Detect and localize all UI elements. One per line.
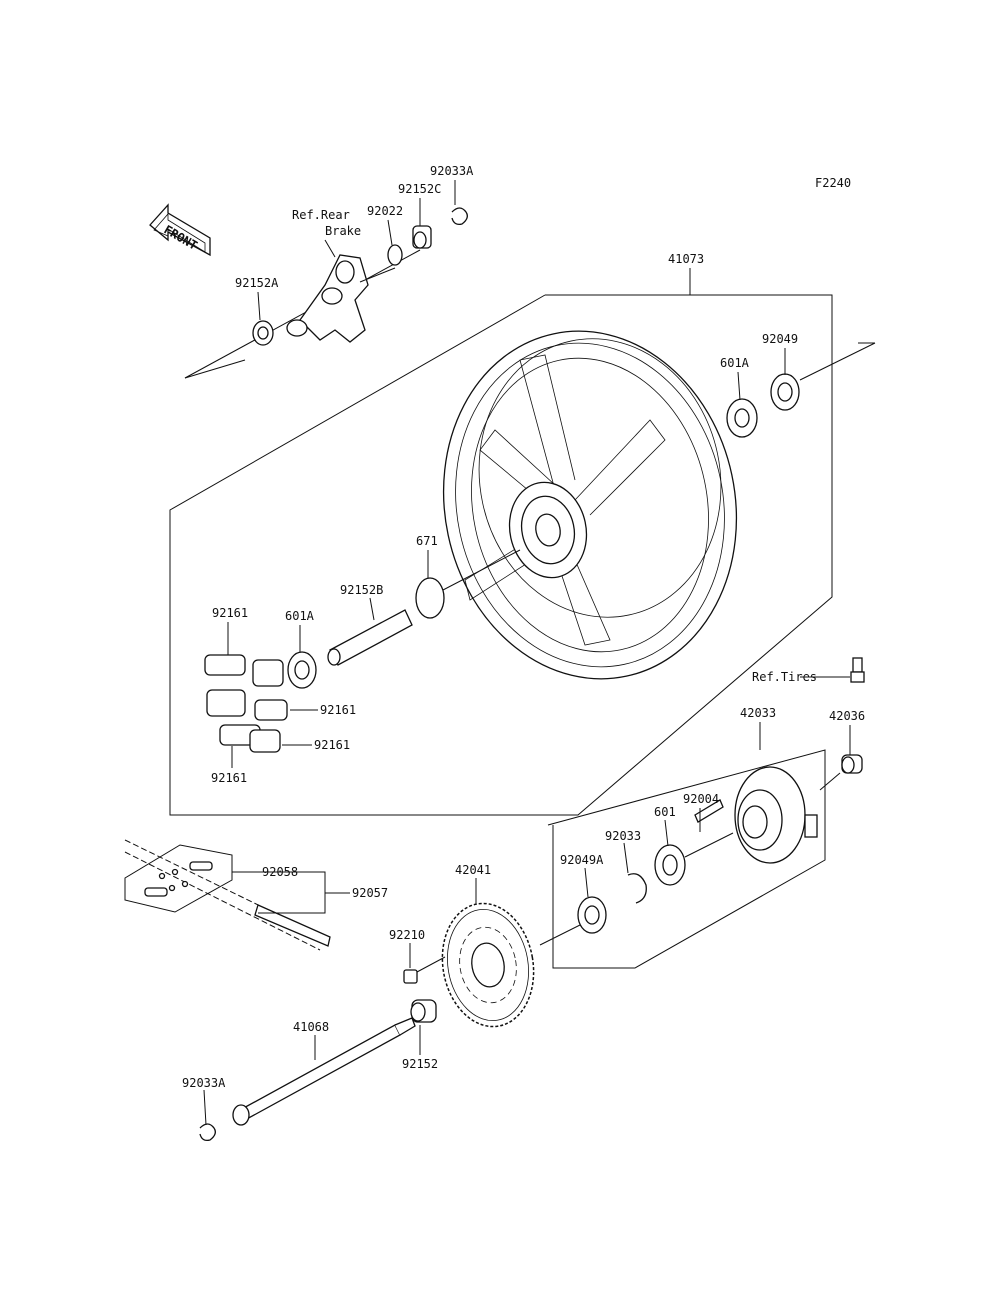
bearing-601A-left <box>287 651 317 689</box>
ref-rear-brake-line1: Ref.Rear <box>292 208 350 222</box>
label-92210: 92210 <box>389 928 425 942</box>
collar-92152 <box>410 999 437 1023</box>
label-92004: 92004 <box>683 792 719 806</box>
collar-42036 <box>841 754 863 774</box>
axle-centerline-top <box>184 249 421 379</box>
tire-valve <box>850 657 865 683</box>
washer-92022 <box>387 244 403 266</box>
sprocket-42041 <box>441 902 535 1028</box>
hub-frame-outline <box>547 749 826 969</box>
o-ring-671 <box>415 577 445 619</box>
damper-rubbers-92161 <box>204 654 288 753</box>
label-92033A-bottom: 92033A <box>182 1076 226 1090</box>
label-92022: 92022 <box>367 204 403 218</box>
wheel-frame-outline <box>169 294 833 816</box>
snap-ring-92033A-bottom <box>199 1123 216 1142</box>
label-92049A: 92049A <box>560 853 604 867</box>
rear-brake-caliper-bracket <box>286 254 396 343</box>
label-92049: 92049 <box>762 332 798 346</box>
label-41068: 41068 <box>293 1020 329 1034</box>
label-601A-left: 601A <box>285 609 315 623</box>
front-arrow-icon: FRONT <box>149 203 211 257</box>
ref-tires-label: Ref.Tires <box>752 670 817 684</box>
diagram-code: F2240 <box>815 176 851 190</box>
label-601: 601 <box>654 805 676 819</box>
label-42036: 42036 <box>829 709 865 723</box>
label-92161-c: 92161 <box>314 738 350 752</box>
label-92161-a: 92161 <box>212 606 248 620</box>
oil-seal-92049A <box>577 896 607 934</box>
label-92152A: 92152A <box>235 276 279 290</box>
label-92161-b: 92161 <box>320 703 356 717</box>
label-42033: 42033 <box>740 706 776 720</box>
oil-seal-92049 <box>770 373 800 411</box>
label-92058: 92058 <box>262 865 298 879</box>
label-92033A-top: 92033A <box>430 164 474 178</box>
label-92152B: 92152B <box>340 583 383 597</box>
ref-rear-brake-line2: Brake <box>325 224 361 238</box>
collar-92152C <box>412 225 432 249</box>
axle-41068 <box>232 1017 416 1126</box>
label-601A-right: 601A <box>720 356 750 370</box>
circlip-92033 <box>627 873 647 904</box>
label-92033: 92033 <box>605 829 641 843</box>
label-92161-d: 92161 <box>211 771 247 785</box>
label-92152: 92152 <box>402 1057 438 1071</box>
bearing-601 <box>654 844 686 886</box>
label-671: 671 <box>416 534 438 548</box>
label-41073: 41073 <box>668 252 704 266</box>
axle-centerline-right <box>799 342 876 381</box>
stud-92004 <box>694 799 724 823</box>
label-92152C: 92152C <box>398 182 441 196</box>
label-92057: 92057 <box>352 886 388 900</box>
nut-92210 <box>403 969 418 984</box>
sprocket-coupling-42033 <box>734 766 818 864</box>
bearing-601A-right <box>726 398 758 438</box>
collar-92152A <box>252 320 274 346</box>
snap-ring-92033A-top <box>451 207 468 226</box>
spacer-92152B <box>327 609 413 666</box>
drive-chain <box>124 839 331 951</box>
rear-wheel-41073 <box>442 330 738 680</box>
label-42041: 42041 <box>455 863 491 877</box>
